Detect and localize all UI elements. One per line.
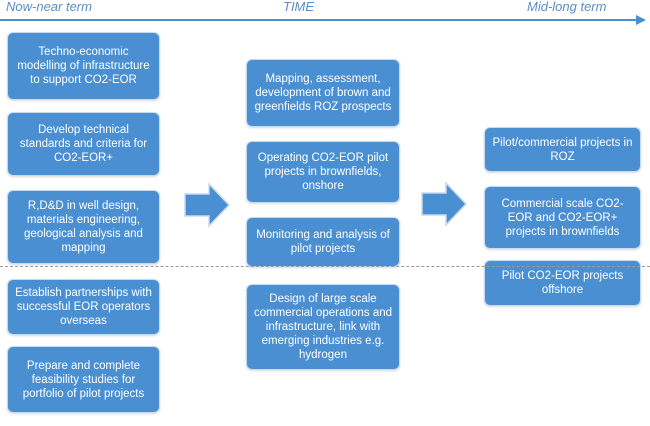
long-term-box-2: Commercial scale CO2-EOR and CO2-EOR+ pr… xyxy=(484,186,641,249)
near-term-box-1: Techno-economic modelling of infrastruct… xyxy=(7,32,160,100)
timeline-arrow xyxy=(0,15,646,25)
middle-term-box-2: Operating CO2-EOR pilot projects in brow… xyxy=(246,141,400,203)
timeline-right-label: Mid-long term xyxy=(527,0,607,14)
near-term-box-5: Prepare and complete feasibility studies… xyxy=(7,346,160,413)
near-term-box-4: Establish partnerships with successful E… xyxy=(7,279,160,335)
long-term-box-3: Pilot CO2-EOR projects offshore xyxy=(484,260,641,306)
right-arrow-icon xyxy=(184,182,231,228)
middle-term-box-4: Design of large scale commercial operati… xyxy=(246,284,400,370)
timeline-left-label: Now-near term xyxy=(6,0,92,14)
near-term-box-3: R,D&D in well design, materials engineer… xyxy=(7,190,160,264)
middle-term-box-3: Monitoring and analysis of pilot project… xyxy=(246,217,400,267)
section-divider xyxy=(0,266,650,267)
right-arrow-icon xyxy=(421,181,468,227)
long-term-box-1: Pilot/commercial projects in ROZ xyxy=(484,127,641,172)
middle-term-box-1: Mapping, assessment, development of brow… xyxy=(246,59,400,127)
timeline-center-label: TIME xyxy=(283,0,315,14)
near-term-box-2: Develop technical standards and criteria… xyxy=(7,112,160,176)
